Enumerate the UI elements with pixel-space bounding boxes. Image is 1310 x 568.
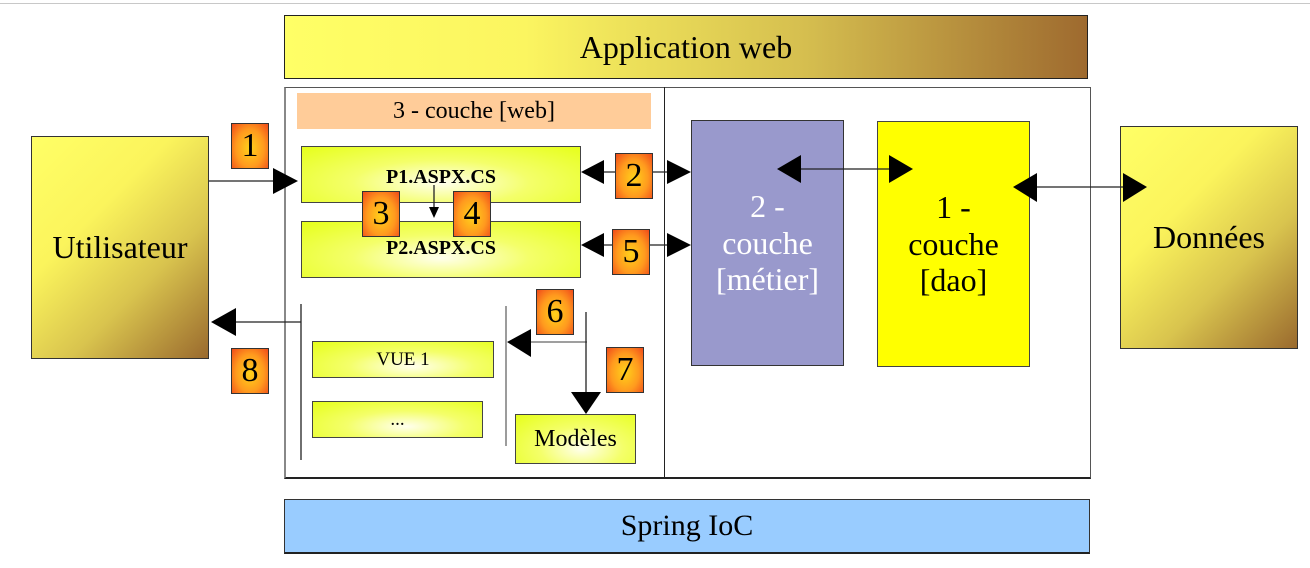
top-separator (0, 3, 1310, 4)
metier-layer-box: 2 - couche [métier] (691, 120, 844, 366)
user-label: Utilisateur (52, 229, 188, 265)
arrow-2-right-head (667, 160, 691, 184)
view-more-label: ... (390, 408, 405, 430)
web-layer-divider (664, 87, 665, 479)
user-box: Utilisateur (31, 136, 209, 359)
page-p1-label: P1.ASPX.CS (385, 166, 496, 188)
step-5-label: 5 (622, 233, 640, 270)
web-layer-label: 3 - couche [web] (393, 97, 555, 124)
application-container (284, 87, 1091, 479)
spring-ioc-label: Spring IoC (620, 509, 754, 542)
step-4-label: 4 (463, 195, 481, 232)
step-badge-5: 5 (612, 229, 650, 275)
page-p2: P2.ASPX.CS (301, 221, 581, 278)
models-label: Modèles (534, 425, 617, 452)
page-p1: P1.ASPX.CS (301, 146, 581, 203)
arrow-5-right-head (667, 233, 691, 257)
arrow-1-head (273, 168, 298, 194)
page-p2-label: P2.ASPX.CS (385, 237, 496, 259)
arrow-7-head (571, 392, 601, 414)
step-8-label: 8 (241, 352, 259, 389)
step-badge-8: 8 (231, 348, 269, 394)
arrow-dao-head (889, 155, 913, 183)
step-badge-4: 4 (453, 191, 491, 237)
view-more: ... (312, 401, 483, 438)
models-box: Modèles (515, 414, 636, 464)
application-web-label: Application web (579, 28, 793, 65)
view-1-label: VUE 1 (376, 348, 430, 370)
spring-ioc-banner: Spring IoC (284, 499, 1090, 554)
data-store-label: Données (1153, 219, 1265, 255)
step-badge-7: 7 (606, 347, 644, 393)
data-store-box: Données (1120, 126, 1298, 349)
dao-layer-box: 1 - couche [dao] (877, 121, 1030, 367)
arrow-3-4-head (429, 207, 439, 218)
step-badge-6: 6 (536, 289, 574, 335)
arrow-metier-head (777, 155, 801, 183)
application-web-banner: Application web (284, 15, 1088, 79)
arrow-data-head (1123, 173, 1147, 202)
metier-layer-label: 2 - couche [métier] (715, 187, 820, 298)
dao-layer-label: 1 - couche [dao] (908, 188, 999, 299)
web-layer-header: 3 - couche [web] (297, 93, 651, 129)
step-3-label: 3 (372, 195, 390, 232)
arrow-dao-left-head (1013, 173, 1037, 202)
arrow-5-left-head (581, 233, 604, 257)
step-badge-2: 2 (615, 153, 653, 199)
arrow-2-left-head (581, 160, 604, 184)
step-1-label: 1 (241, 127, 259, 164)
arrow-8-head (211, 308, 236, 336)
step-7-label: 7 (616, 351, 634, 388)
step-2-label: 2 (625, 157, 643, 194)
step-badge-3: 3 (362, 191, 400, 237)
step-badge-1: 1 (231, 123, 269, 169)
arrow-6-head (507, 329, 531, 357)
step-6-label: 6 (546, 293, 564, 330)
view-1: VUE 1 (312, 341, 494, 378)
